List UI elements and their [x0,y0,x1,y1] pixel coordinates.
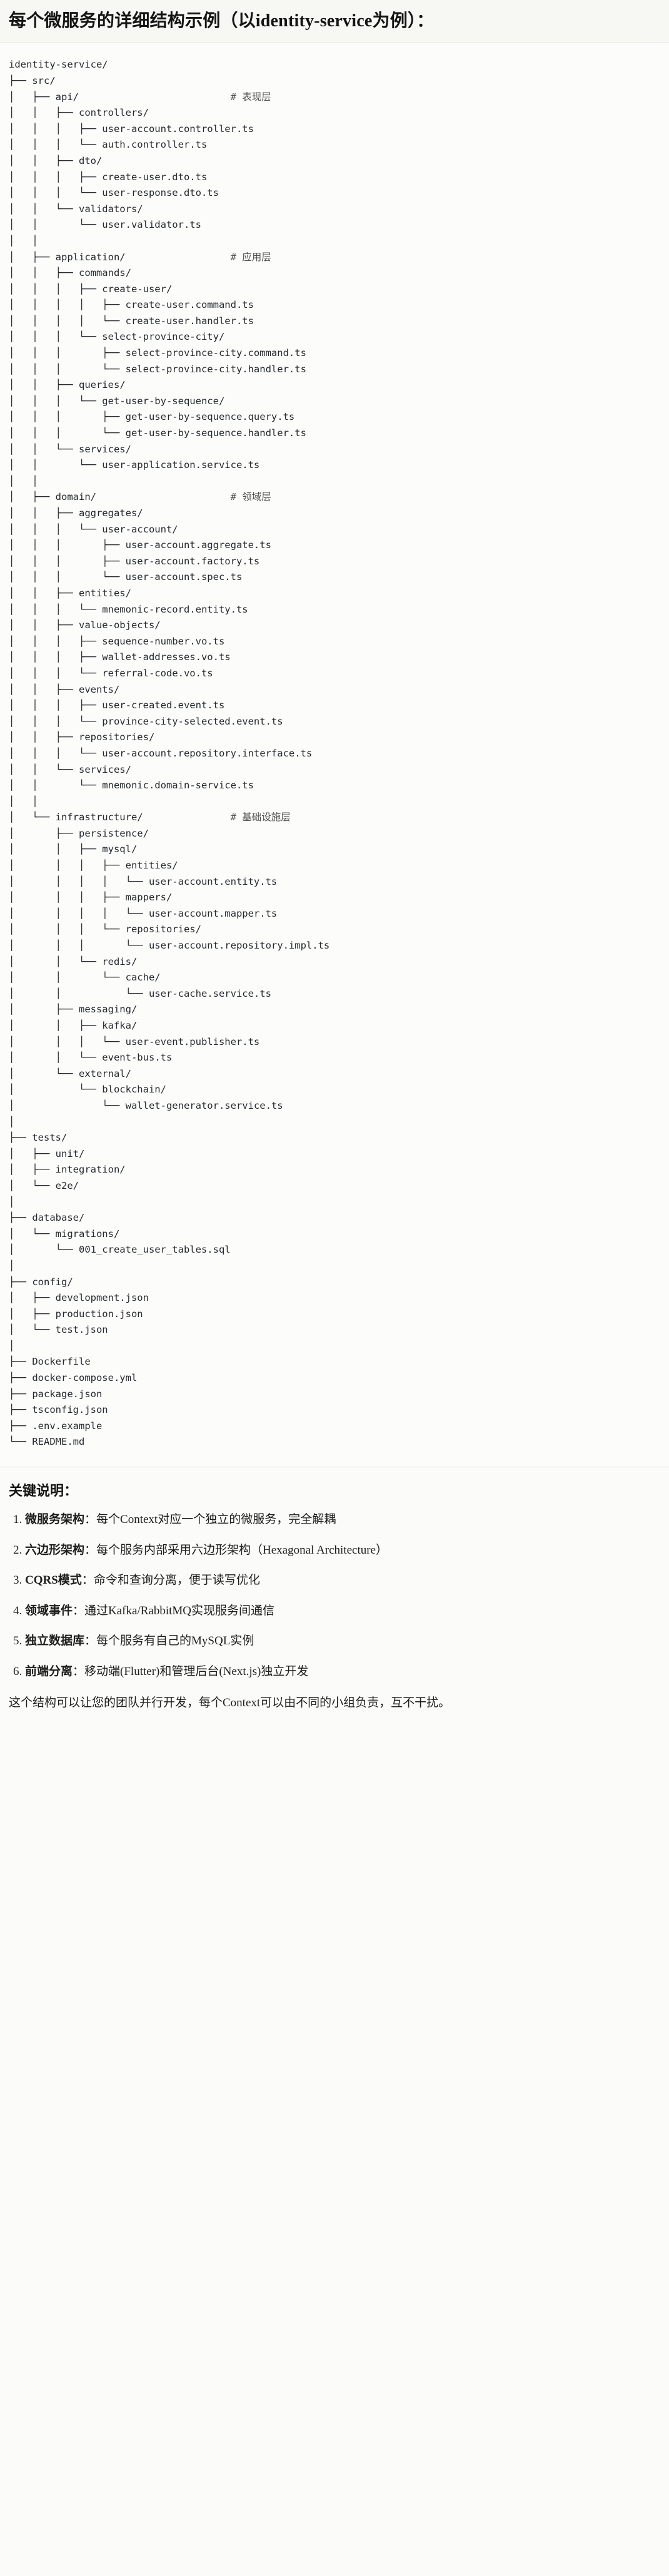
note-term: 领域事件 [25,1604,73,1617]
key-notes-list: 微服务架构：每个Context对应一个独立的微服务，完全解耦 六边形架构：每个服… [9,1511,660,1681]
note-term: 前端分离 [25,1664,73,1678]
note-description: 每个服务有自己的MySQL实例 [96,1634,254,1648]
title-section: 每个微服务的详细结构示例（以identity-service为例）： [0,0,669,44]
directory-tree-section: identity-service/ ├── src/ │ ├── api/ # … [0,43,669,1468]
note-separator: ： [73,1664,85,1678]
document-page: 每个微服务的详细结构示例（以identity-service为例）： ident… [0,0,669,1726]
note-term: 微服务架构 [25,1513,85,1527]
note-description: 通过Kafka/RabbitMQ实现服务间通信 [84,1604,275,1617]
directory-tree: identity-service/ ├── src/ │ ├── api/ # … [9,59,330,1448]
note-separator: ： [73,1604,85,1617]
note-description: 每个Context对应一个独立的微服务，完全解耦 [96,1513,336,1527]
note-separator: ： [81,1574,94,1587]
note-description: 命令和查询分离，便于读写优化 [93,1574,260,1587]
list-item: 独立数据库：每个服务有自己的MySQL实例 [25,1632,660,1651]
note-separator: ： [84,1513,97,1527]
note-separator: ： [84,1543,97,1557]
page-title: 每个微服务的详细结构示例（以identity-service为例）： [9,11,435,31]
tree-layer-comment: # 领域层 [230,491,271,503]
tree-layer-comment: # 表现层 [230,91,271,103]
note-term: 独立数据库 [25,1634,85,1648]
note-description: 移动端(Flutter)和管理后台(Next.js)独立开发 [84,1664,309,1678]
note-separator: ： [84,1634,97,1648]
note-description: 每个服务内部采用六边形架构（Hexagonal Architecture） [96,1543,388,1557]
key-notes-title: 关键说明： [9,1483,78,1499]
closing-paragraph: 这个结构可以让您的团队并行开发，每个Context可以由不同的小组负责，互不干扰… [9,1696,451,1710]
tree-layer-comment: # 基础设施层 [230,812,291,823]
list-item: 前端分离：移动端(Flutter)和管理后台(Next.js)独立开发 [25,1663,660,1681]
list-item: 微服务架构：每个Context对应一个独立的微服务，完全解耦 [25,1511,660,1529]
list-item: 领域事件：通过Kafka/RabbitMQ实现服务间通信 [25,1602,660,1621]
note-term: 六边形架构 [25,1543,85,1557]
tree-layer-comment: # 应用层 [230,251,271,263]
list-item: 六边形架构：每个服务内部采用六边形架构（Hexagonal Architectu… [25,1542,660,1560]
key-notes-section: 关键说明： 微服务架构：每个Context对应一个独立的微服务，完全解耦 六边形… [0,1467,669,1726]
list-item: CQRS模式：命令和查询分离，便于读写优化 [25,1572,660,1590]
note-term: CQRS模式 [25,1574,82,1587]
